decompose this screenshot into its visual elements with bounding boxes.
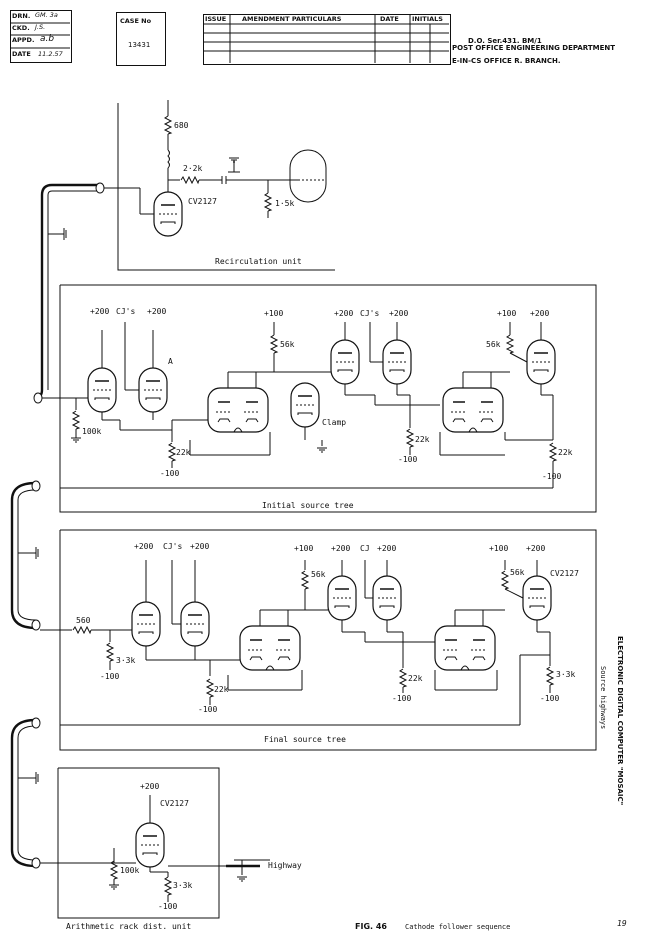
amendment-header-date: DATE: [380, 15, 399, 23]
final-plus200-label-5: +200: [526, 544, 546, 553]
initial-plus100-label-1: +100: [264, 309, 284, 318]
final-minus100-label-1: -100: [100, 672, 120, 681]
page-number: 19: [617, 919, 627, 928]
final-plus200-label-3: +200: [331, 544, 351, 553]
case-value: 13431: [128, 41, 151, 49]
final-source-tree-label: Final source tree: [264, 735, 346, 744]
figure-number: FIG. 46: [355, 922, 387, 931]
arith-minus100-label: -100: [158, 902, 178, 911]
initial-cjs-label-2: CJ's: [360, 309, 380, 318]
resistor-680-label: 680: [174, 121, 189, 130]
recirculation-unit-label: Recirculation unit: [215, 257, 302, 266]
final-plus200-label-1: +200: [134, 542, 154, 551]
final-plus200-label-4: +200: [377, 544, 397, 553]
initial-plus200-label-1: +200: [90, 307, 110, 316]
final-3k3-label-2: 3·3k: [556, 670, 576, 679]
appd-label: APPD.: [12, 36, 35, 44]
date-value: 11.2.57: [38, 50, 63, 58]
resistor-1k5-label: 1·5k: [275, 199, 295, 208]
final-plus200-label-2: +200: [190, 542, 210, 551]
arith-plus200-label: +200: [140, 782, 160, 791]
resistor-2k2-label: 2·2k: [183, 164, 203, 173]
initial-cjs-label: CJ's: [116, 307, 136, 316]
initial-plus100-label-2: +100: [497, 309, 517, 318]
final-cj-label: CJ: [360, 544, 370, 553]
initial-plus200-label-2: +200: [147, 307, 167, 316]
tube-cv2127-recirc-label: CV2127: [188, 197, 217, 206]
amendment-header-initials: INITIALS: [412, 15, 443, 23]
amendment-header-particulars: AMENDMENT PARTICULARS: [242, 15, 342, 23]
final-56k-label-2: 56k: [510, 568, 525, 577]
final-cjs-label: CJ's: [163, 542, 183, 551]
arith-100k-label: 100k: [120, 866, 140, 875]
final-minus100-label-3: -100: [392, 694, 412, 703]
final-22k-label-2: 22k: [408, 674, 423, 683]
initial-minus100-label-2: -100: [398, 455, 418, 464]
final-plus100-label-2: +100: [489, 544, 509, 553]
drawing-office-reference: D.O. Ser.431. BM/1: [468, 37, 542, 45]
initial-22k-label-2: 22k: [415, 435, 430, 444]
initial-source-tree-label: Initial source tree: [262, 501, 354, 510]
final-cv2127-label: CV2127: [550, 569, 579, 578]
final-22k-label-1: 22k: [214, 685, 229, 694]
initial-22k-label-1: 22k: [176, 448, 191, 457]
final-minus100-label-2: -100: [198, 705, 218, 714]
side-title-source-highways: Source highways: [599, 666, 607, 730]
ckd-value: J.S.: [35, 23, 46, 31]
arith-3k3-label: 3·3k: [173, 881, 193, 890]
amendment-header-issue: ISSUE: [205, 15, 227, 23]
amendment-table: [203, 14, 451, 65]
drn-value: GM. 3a: [35, 11, 58, 19]
branch-name: E-IN-CS OFFICE R. BRANCH.: [452, 57, 561, 65]
initial-minus100-label-1: -100: [160, 469, 180, 478]
case-label: CASE No: [120, 17, 152, 25]
case-number-box: [116, 12, 166, 66]
final-plus100-label-1: +100: [294, 544, 314, 553]
drawing-info-box: [10, 10, 72, 63]
appd-value: a.b: [40, 34, 55, 44]
initial-minus100-label-3: -100: [542, 472, 562, 481]
drn-label: DRN.: [12, 12, 31, 20]
initial-a-marker: A: [168, 357, 173, 366]
arith-cv2127-label: CV2127: [160, 799, 189, 808]
final-560-label: 560: [76, 616, 91, 625]
initial-56k-label-2: 56k: [486, 340, 501, 349]
side-title-computer: ELECTRONIC DIGITAL COMPUTER "MOSAIC": [616, 636, 624, 806]
highway-label: Highway: [268, 861, 302, 870]
final-3k3-label-1: 3·3k: [116, 656, 136, 665]
final-minus100-label-4: -100: [540, 694, 560, 703]
initial-plus200-label-4: +200: [389, 309, 409, 318]
initial-22k-label-3: 22k: [558, 448, 573, 457]
initial-plus200-label-3: +200: [334, 309, 354, 318]
initial-56k-label-1: 56k: [280, 340, 295, 349]
final-56k-label-1: 56k: [311, 570, 326, 579]
department-name: POST OFFICE ENGINEERING DEPARTMENT: [452, 44, 615, 52]
initial-plus200-label-5: +200: [530, 309, 550, 318]
arithmetic-unit-label: Arithmetic rack dist. unit: [66, 922, 192, 931]
ckd-label: CKD.: [12, 24, 30, 32]
initial-100k-label: 100k: [82, 427, 102, 436]
date-label: DATE: [12, 50, 31, 58]
figure-caption: Cathode follower sequence: [405, 923, 511, 931]
initial-clamp-label: Clamp: [322, 418, 347, 427]
